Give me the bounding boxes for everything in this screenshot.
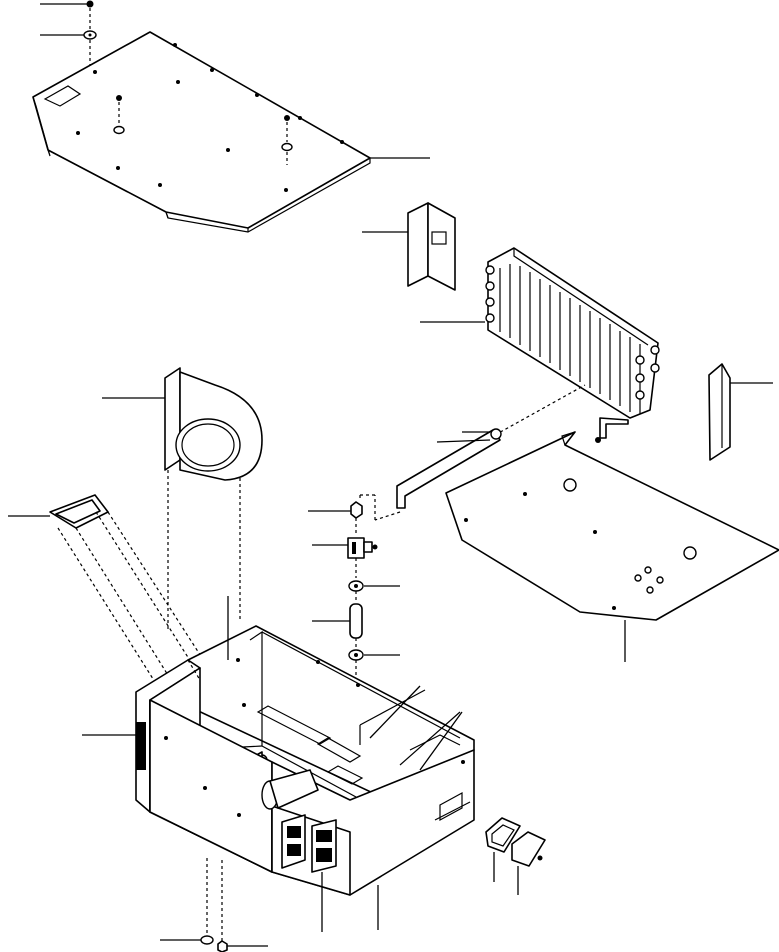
drier-tube [312, 603, 363, 650]
top-cover-plate [32, 31, 430, 233]
gasket [485, 817, 521, 882]
expansion-valve [312, 537, 378, 578]
blower-fan [102, 367, 263, 630]
top-screw [40, 0, 94, 30]
bottom-washer [160, 858, 214, 945]
evaporator-core [420, 247, 660, 443]
bottom-nut [217, 860, 268, 952]
air-duct [8, 494, 207, 691]
right-bracket [708, 363, 773, 461]
fitting-nut [308, 501, 363, 535]
o-ring-upper [348, 580, 400, 603]
assembly-guide-lines [187, 495, 361, 681]
top-washer [40, 30, 97, 68]
switch-panel [281, 814, 337, 932]
hose-tube [360, 428, 502, 521]
heater-case [82, 596, 475, 930]
side-bracket [362, 202, 456, 291]
cover-plate-small [511, 831, 546, 895]
base-plate [445, 431, 779, 662]
